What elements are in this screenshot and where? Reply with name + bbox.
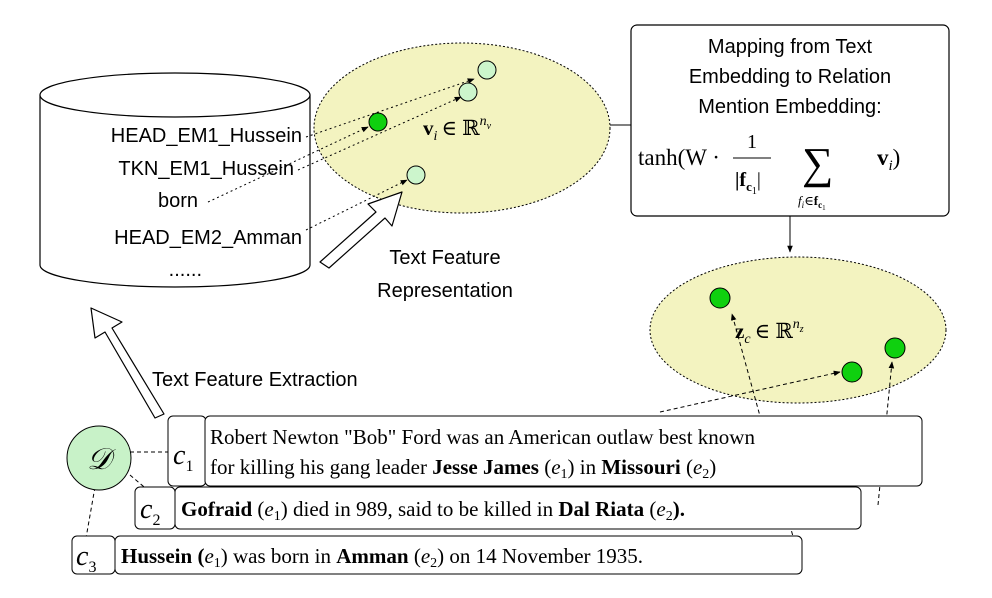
mapping-box-title: Mapping from Text Embedding to Relation … [689, 36, 891, 118]
feature-item: TKN_EM1_Hussein [118, 158, 294, 180]
relation-embedding-label: zc∈ ℝnz [735, 317, 804, 347]
svg-text:Mapping from Text: Mapping from Text [708, 36, 873, 58]
svg-text:tanh(W ·: tanh(W · [638, 145, 720, 170]
extraction-arrow [90, 307, 165, 419]
embedding-point [477, 60, 497, 80]
representation-arrow [319, 191, 403, 269]
feature-item: born [158, 190, 198, 212]
sentence-c3: c3 Hussein (e1) was born in Amman (e2) o… [71, 535, 803, 576]
embedding-point [458, 82, 478, 102]
svg-text:c2: c2 [140, 494, 160, 529]
svg-text:1: 1 [747, 131, 757, 153]
feature-item: ...... [169, 259, 202, 281]
feature-item: HEAD_EM1_Hussein [111, 125, 302, 147]
svg-text:vi): vi) [877, 145, 900, 174]
svg-text:Representation: Representation [377, 280, 513, 302]
svg-text:∑: ∑ [802, 139, 833, 188]
svg-text:c3: c3 [76, 541, 96, 576]
sentence-c1: c1 Robert Newton "Bob" Ford was an Ameri… [167, 415, 923, 487]
sentence-text: Robert Newton "Bob" Ford was an American… [210, 425, 755, 449]
svg-text:Embedding to Relation: Embedding to Relation [689, 66, 891, 88]
svg-text:fi∈fc1: fi∈fc1 [798, 193, 826, 212]
text-feature-representation-label: Text Feature Representation [377, 247, 513, 302]
svg-text:Text Feature: Text Feature [389, 247, 500, 269]
relation-point [841, 361, 863, 383]
sentence-text: for killing his gang leader Jesse James … [210, 455, 716, 482]
relation-point [884, 337, 906, 359]
feature-to-vector-arrows [207, 78, 475, 231]
feature-list: HEAD_EM1_Hussein TKN_EM1_Hussein born HE… [111, 125, 302, 281]
embedding-point [368, 112, 388, 132]
sentence-text: Gofraid (e1) died in 989, said to be kil… [181, 497, 685, 524]
feature-cylinder [39, 72, 311, 288]
sentence-c2: c2 Gofraid (e1) died in 989, said to be … [134, 486, 862, 530]
svg-text:|fc1|: |fc1| [735, 169, 761, 197]
mapping-formula: tanh(W · 1 |fc1| ∑ fi∈fc1 vi) [638, 131, 900, 212]
sentence-text: Hussein (e1) was born in Amman (e2) on 1… [121, 544, 643, 571]
embedding-point [406, 165, 426, 185]
feature-item: HEAD_EM2_Amman [114, 227, 302, 249]
relation-point [709, 287, 731, 309]
svg-text:c1: c1 [173, 440, 193, 475]
text-embedding-space [313, 42, 611, 214]
text-feature-extraction-label: Text Feature Extraction [152, 369, 358, 391]
svg-text:Mention Embedding:: Mention Embedding: [698, 96, 881, 118]
text-embedding-label: vi∈ ℝnv [423, 114, 492, 144]
